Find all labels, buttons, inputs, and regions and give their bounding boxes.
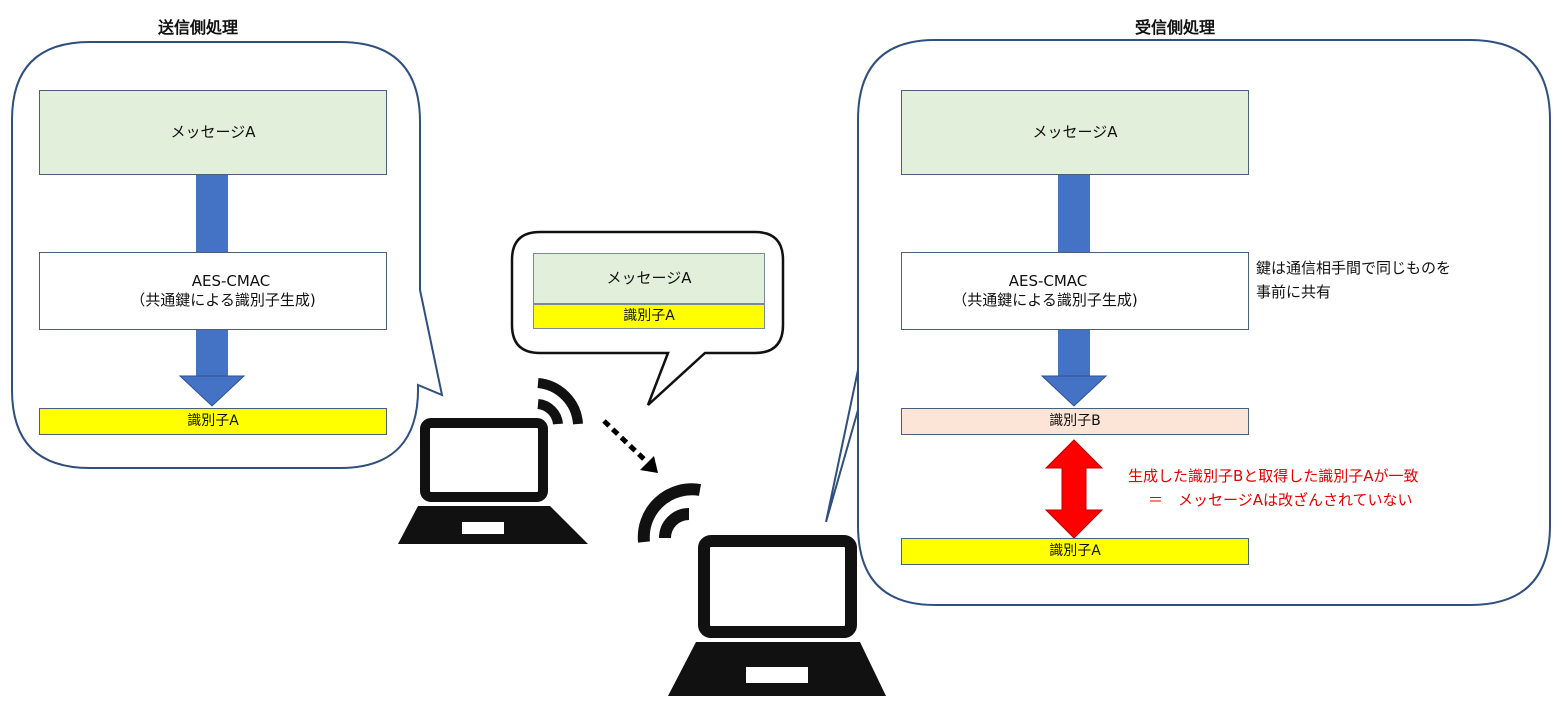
packet-message-box: メッセージA (533, 253, 765, 304)
match-result-line1: 生成した識別子Bと取得した識別子Aが一致 (1128, 467, 1419, 485)
receiver-laptop-icon (668, 535, 886, 696)
receiver-flow-arrow-1 (1058, 174, 1090, 252)
sender-flow-arrow-1 (196, 174, 228, 252)
key-share-note-line1: 鍵は通信相手間で同じものを (1256, 259, 1452, 277)
sender-identifier-a: 識別子A (39, 408, 387, 435)
match-result-line2: ＝ メッセージAは改ざんされていない (1148, 491, 1413, 509)
sender-aes-title: AES-CMAC (191, 271, 271, 290)
sender-title: 送信側処理 (158, 18, 239, 37)
sender-laptop-icon (398, 418, 588, 544)
sender-aes-subtitle: （共通鍵による識別子生成) (130, 291, 316, 309)
key-share-note-line2: 事前に共有 (1256, 283, 1332, 301)
receiver-identifier-a: 識別子A (901, 538, 1249, 565)
receiver-title: 受信側処理 (1135, 18, 1216, 37)
receiver-message-box: メッセージA (901, 90, 1249, 175)
key-share-note: 鍵は通信相手間で同じものを 事前に共有 (1256, 256, 1451, 304)
sender-bubble (11, 41, 444, 469)
receiver-aes-subtitle: （共通鍵による識別子生成) (952, 291, 1138, 309)
sender-wifi-icon (537, 378, 583, 425)
sender-aes-box: AES-CMAC （共通鍵による識別子生成) (39, 252, 387, 330)
compare-arrow (1044, 439, 1104, 539)
receiver-bubble (825, 39, 1551, 606)
receiver-flow-arrow-2 (1040, 330, 1108, 407)
transmit-arrow (602, 419, 658, 473)
receiver-aes-box: AES-CMAC （共通鍵による識別子生成) (901, 252, 1249, 330)
match-result-note: 生成した識別子Bと取得した識別子Aが一致 ＝ メッセージAは改ざんされていない (1128, 464, 1419, 512)
packet-identifier-a: 識別子A (533, 304, 765, 329)
sender-flow-arrow-2 (178, 330, 246, 407)
receiver-wifi-icon (637, 483, 702, 543)
receiver-aes-title: AES-CMAC (1008, 271, 1088, 290)
sender-message-box: メッセージA (39, 90, 387, 175)
receiver-identifier-b: 識別子B (901, 408, 1249, 435)
